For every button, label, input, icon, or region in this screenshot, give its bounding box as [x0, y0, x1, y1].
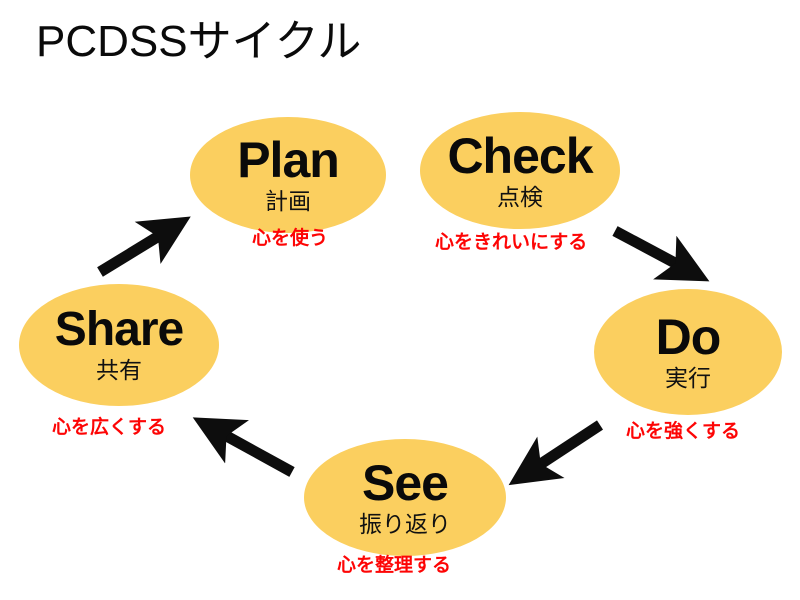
node-plan[interactable]: Plan 計画 — [190, 117, 386, 233]
node-share-bubble[interactable]: Share 共有 — [19, 284, 219, 406]
arrow-check-to-do — [612, 226, 710, 282]
arrow-share-to-plan — [97, 216, 191, 277]
node-do-label-jp: 実行 — [665, 365, 711, 392]
node-plan-label-en: Plan — [237, 132, 340, 189]
node-check[interactable]: Check 点検 — [420, 112, 620, 229]
node-see-label-en: See — [362, 454, 449, 511]
node-do-label-en: Do — [655, 309, 722, 366]
node-plan-label-jp: 計画 — [265, 188, 311, 215]
node-share-label-en: Share — [54, 303, 184, 357]
node-share-caption: 心を広くする — [52, 417, 167, 438]
node-do-bubble[interactable]: Do 実行 — [594, 289, 782, 415]
node-plan-bubble[interactable]: Plan 計画 — [190, 117, 386, 233]
node-plan-caption: 心を使う — [252, 228, 329, 249]
node-do[interactable]: Do 実行 — [594, 289, 782, 415]
node-see-caption: 心を整理する — [337, 555, 452, 576]
node-check-caption: 心をきれいにする — [435, 232, 588, 253]
node-share[interactable]: Share 共有 — [19, 284, 219, 406]
node-share-label-jp: 共有 — [96, 357, 142, 384]
arrow-see-to-share — [192, 417, 295, 477]
node-check-bubble[interactable]: Check 点検 — [420, 112, 620, 229]
node-see[interactable]: See 振り返り — [304, 439, 506, 556]
node-see-label-jp: 振り返り — [359, 510, 451, 537]
arrow-do-to-see — [508, 420, 604, 486]
node-do-caption: 心を強くする — [626, 421, 741, 442]
node-see-bubble[interactable]: See 振り返り — [304, 439, 506, 556]
node-check-label-en: Check — [447, 127, 593, 184]
page-title: PCDSSサイクル — [36, 17, 362, 66]
node-check-label-jp: 点検 — [497, 183, 543, 210]
